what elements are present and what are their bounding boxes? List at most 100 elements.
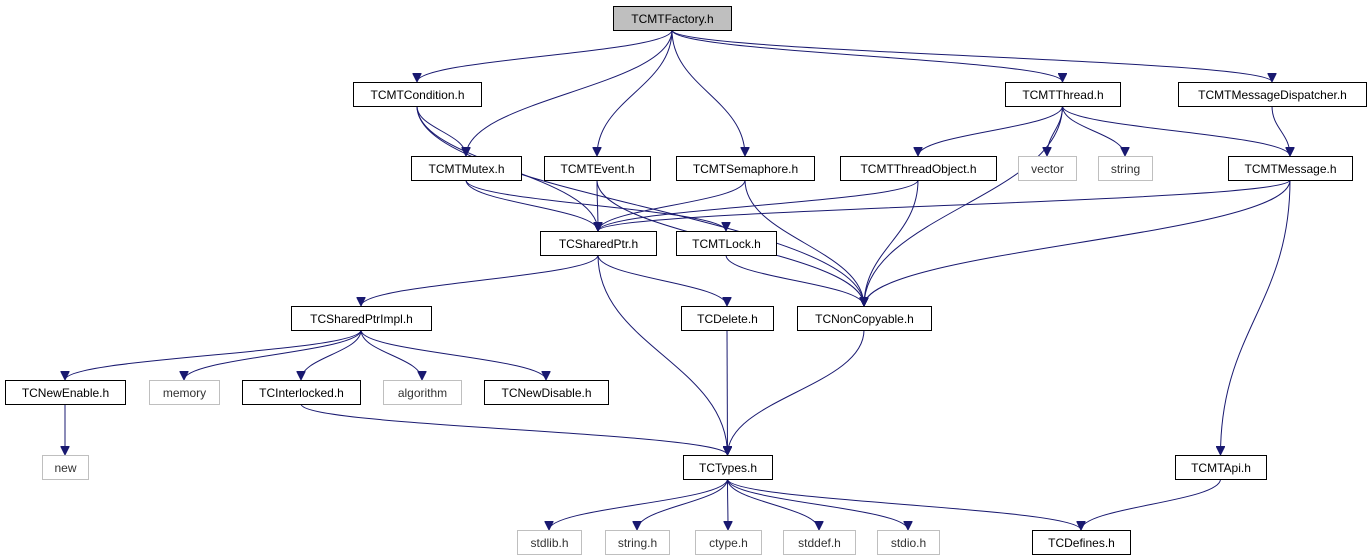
node-box	[149, 380, 220, 405]
node-label: new	[54, 461, 76, 475]
edge-tcshared-ptr-impl-to-tcinterlocked	[301, 329, 362, 381]
node-label: TCMTThread.h	[1022, 88, 1103, 102]
edge-tcshared-ptr-impl-to-tcnew-enable	[65, 329, 362, 381]
edge-tcnon-copyable-to-tctypes	[728, 329, 865, 455]
node-box	[783, 530, 856, 555]
edge-tcmtmessage-to-tcshared-ptr	[598, 179, 1291, 232]
node-box	[291, 306, 432, 331]
node-tcmtthread-object[interactable]: TCMTThreadObject.h	[840, 156, 997, 181]
node-box	[42, 455, 89, 480]
node-label: TCTypes.h	[699, 461, 757, 475]
edge-tcmtcondition-to-tcmtmutex	[416, 105, 466, 157]
node-tcmtlock[interactable]: TCMTLock.h	[676, 231, 777, 256]
edge-tcmtthread-object-to-tcshared-ptr	[598, 179, 919, 232]
node-box	[1098, 156, 1153, 181]
node-tcdelete[interactable]: TCDelete.h	[681, 306, 774, 331]
node-tcmtsemaphore[interactable]: TCMTSemaphore.h	[676, 156, 815, 181]
node-vector: vector	[1018, 156, 1077, 181]
edge-tcmtfactory-to-tcmtthread	[671, 29, 1063, 83]
edges-layer	[65, 29, 1291, 531]
node-label: TCMTEvent.h	[560, 162, 634, 176]
edge-tcmtmutex-to-tcshared-ptr	[465, 179, 598, 232]
node-tcmtmessage-dispatcher[interactable]: TCMTMessageDispatcher.h	[1178, 82, 1367, 107]
edge-tcmtsemaphore-to-tcnon-copyable	[744, 179, 864, 306]
node-box	[840, 156, 997, 181]
node-box	[1018, 156, 1077, 181]
edge-tcmtapi-to-tcdefines	[1081, 478, 1221, 531]
edge-tcmtthread-to-tcmtthread-object	[918, 105, 1063, 157]
node-stdlib: stdlib.h	[517, 530, 582, 555]
node-label: memory	[163, 386, 206, 400]
node-tcdefines[interactable]: TCDefines.h	[1032, 530, 1131, 555]
node-box	[383, 380, 462, 405]
edge-tctypes-to-tcdefines	[727, 478, 1082, 531]
node-tcnon-copyable[interactable]: TCNonCopyable.h	[797, 306, 932, 331]
node-tcmtthread[interactable]: TCMTThread.h	[1005, 82, 1121, 107]
edge-tcshared-ptr-impl-to-tcnew-disable	[360, 329, 546, 381]
node-stdio: stdio.h	[877, 530, 940, 555]
node-label: stdio.h	[891, 536, 926, 550]
node-box	[1032, 530, 1131, 555]
node-box	[613, 6, 732, 31]
node-tcmtcondition[interactable]: TCMTCondition.h	[353, 82, 482, 107]
node-tcnew-enable[interactable]: TCNewEnable.h	[5, 380, 126, 405]
edge-tcshared-ptr-to-tcshared-ptr-impl	[361, 254, 599, 307]
edge-tcmtthread-to-vector	[1047, 105, 1063, 156]
node-box	[681, 306, 774, 331]
edge-tcmtthread-to-tcnon-copyable	[864, 105, 1063, 306]
node-tcmtmessage[interactable]: TCMTMessage.h	[1228, 156, 1353, 181]
node-box	[242, 380, 361, 405]
node-label: TCNewEnable.h	[22, 386, 109, 400]
node-box	[353, 82, 482, 107]
edge-tcmtcondition-to-tcnon-copyable	[416, 105, 864, 306]
edge-tcmtsemaphore-to-tcshared-ptr	[598, 179, 746, 232]
node-label: TCMTSemaphore.h	[693, 162, 798, 176]
node-label: TCMTMessage.h	[1244, 162, 1336, 176]
node-ctype: ctype.h	[695, 530, 762, 555]
node-label: TCMTFactory.h	[631, 12, 713, 26]
node-tctypes[interactable]: TCTypes.h	[683, 455, 773, 480]
node-string-h: string.h	[605, 530, 670, 555]
node-memory: memory	[149, 380, 220, 405]
node-box	[676, 231, 777, 256]
node-box	[5, 380, 126, 405]
node-box	[676, 156, 815, 181]
node-box	[695, 530, 762, 555]
node-tcmtfactory[interactable]: TCMTFactory.h	[613, 6, 732, 31]
node-label: TCMTLock.h	[692, 237, 761, 251]
node-tcnew-disable[interactable]: TCNewDisable.h	[484, 380, 609, 405]
edge-tcmtfactory-to-tcmtsemaphore	[671, 29, 745, 156]
node-label: TCNonCopyable.h	[815, 312, 914, 326]
edge-tcmtmutex-to-tcmtlock	[465, 179, 726, 232]
node-box	[517, 530, 582, 555]
node-tcinterlocked[interactable]: TCInterlocked.h	[242, 380, 361, 405]
node-label: TCInterlocked.h	[259, 386, 344, 400]
node-box	[484, 380, 609, 405]
node-box	[1228, 156, 1353, 181]
edge-tcmtthread-to-string	[1062, 105, 1126, 157]
node-label: TCMTMessageDispatcher.h	[1198, 88, 1347, 102]
node-tcmtapi[interactable]: TCMTApi.h	[1175, 455, 1267, 480]
node-algorithm: algorithm	[383, 380, 462, 405]
node-tcshared-ptr[interactable]: TCSharedPtr.h	[540, 231, 657, 256]
node-tcmtmutex[interactable]: TCMTMutex.h	[411, 156, 522, 181]
node-label: TCMTThreadObject.h	[860, 162, 976, 176]
edge-tcmtfactory-to-tcmtcondition	[417, 29, 673, 83]
node-box	[797, 306, 932, 331]
node-stddef: stddef.h	[783, 530, 856, 555]
node-string: string	[1098, 156, 1153, 181]
node-label: string	[1111, 162, 1140, 176]
node-box	[411, 156, 522, 181]
edge-tcdelete-to-tctypes	[727, 329, 728, 455]
edge-tcmtmessage-dispatcher-to-tcmtmessage	[1271, 105, 1290, 156]
edge-tcinterlocked-to-tctypes	[300, 403, 728, 456]
node-box	[540, 231, 657, 256]
node-tcshared-ptr-impl[interactable]: TCSharedPtrImpl.h	[291, 306, 432, 331]
edge-tcshared-ptr-to-tctypes	[597, 254, 728, 455]
edge-tcmtfactory-to-tcmtevent	[597, 29, 673, 156]
node-box	[1175, 455, 1267, 480]
node-label: TCMTCondition.h	[370, 88, 464, 102]
node-tcmtevent[interactable]: TCMTEvent.h	[544, 156, 651, 181]
node-label: ctype.h	[709, 536, 748, 550]
